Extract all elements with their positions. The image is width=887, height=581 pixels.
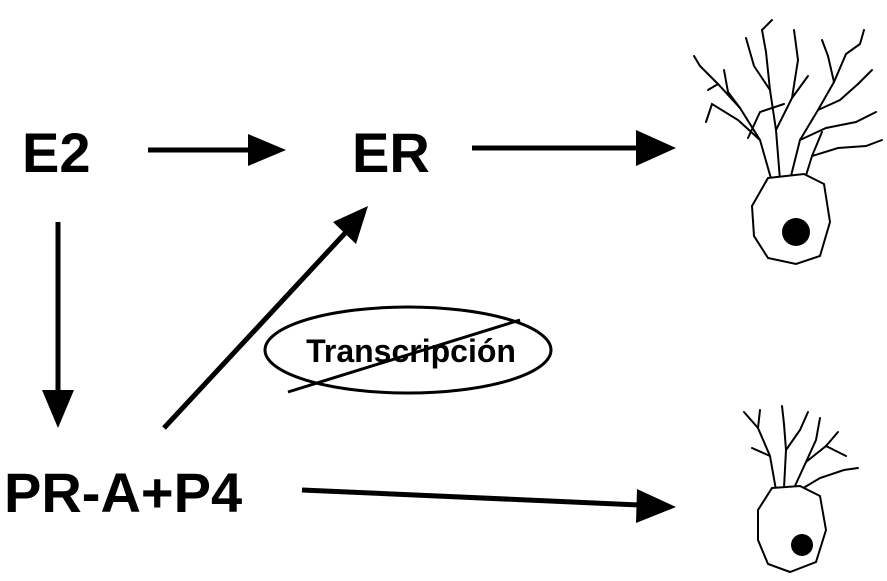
neuron-many-dendrites-icon <box>693 19 883 266</box>
arrow-e2-to-er <box>148 134 286 166</box>
strike-through-line <box>287 318 521 394</box>
neuron-few-dendrites-icon <box>743 405 859 574</box>
node-e2: E2 <box>22 121 91 184</box>
arrow-pr-a-p4-to-er <box>162 206 368 430</box>
node-er: ER <box>352 121 430 184</box>
blocked-transcription-symbol: Transcripción <box>263 305 553 395</box>
arrow-pr-a-p4-to-lower-neuron <box>301 487 676 523</box>
arrow-e2-to-pr-a-p4 <box>42 222 74 428</box>
transcription-ellipse <box>263 305 553 395</box>
transcription-label: Transcripción <box>306 333 516 369</box>
arrow-er-to-upper-neuron <box>472 130 676 166</box>
node-pr-a-p4: PR-A+P4 <box>4 461 242 524</box>
